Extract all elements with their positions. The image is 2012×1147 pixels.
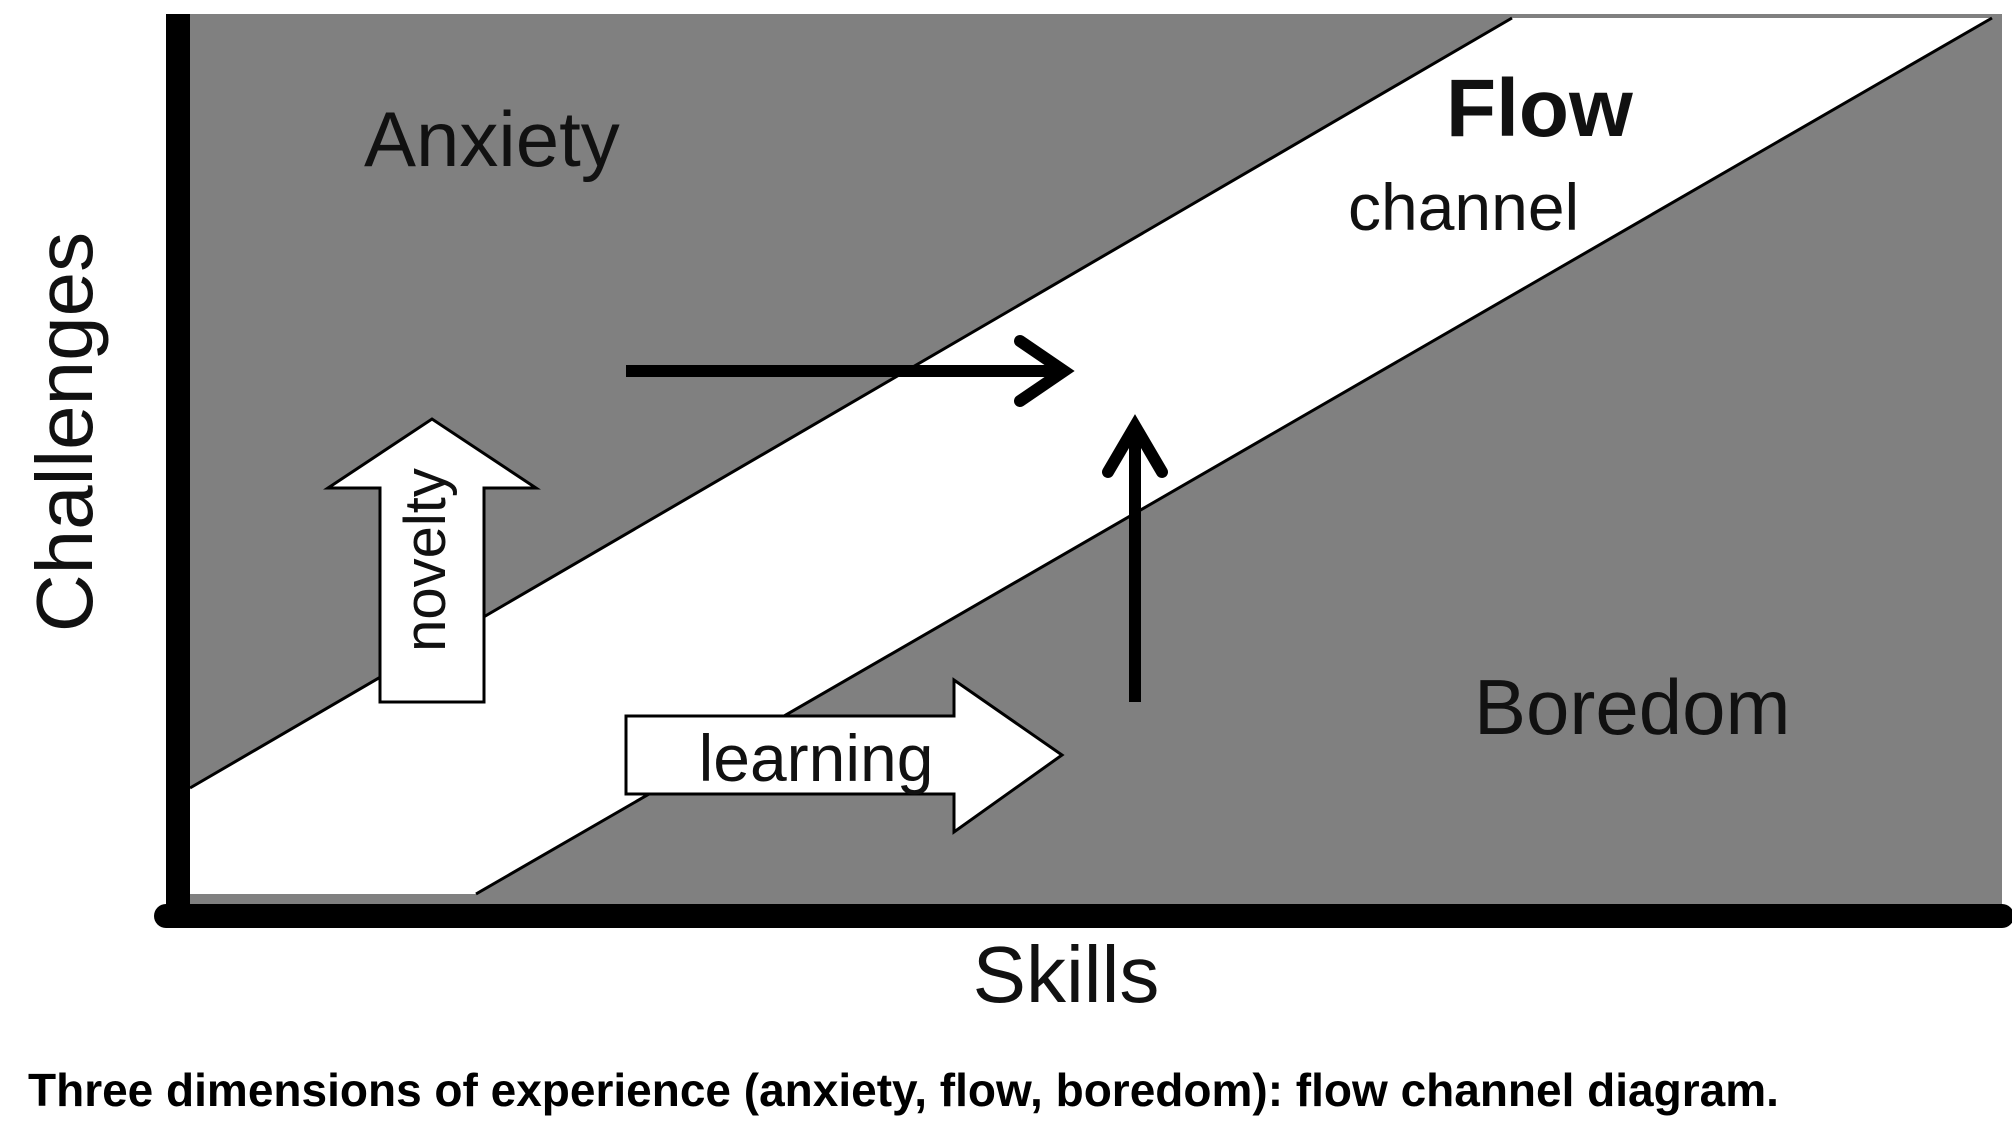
y-axis-label: Challenges [20,232,109,632]
x-axis-label: Skills [973,930,1160,1019]
horizontal-arrow-head [1014,335,1075,407]
novelty-label: novelty [393,468,458,652]
flow-title: Flow [1446,63,1633,154]
flow-channel-label: channel [1348,170,1579,244]
flow-channel-band [190,18,1992,894]
boredom-label: Boredom [1474,663,1791,751]
novelty-arrow [323,417,541,704]
anxiety-label: Anxiety [364,95,620,183]
figure-caption: Three dimensions of experience (anxiety,… [28,1064,1779,1116]
learning-label: learning [699,721,934,795]
learning-arrow [624,677,1065,835]
vertical-arrow-head [1102,414,1168,478]
